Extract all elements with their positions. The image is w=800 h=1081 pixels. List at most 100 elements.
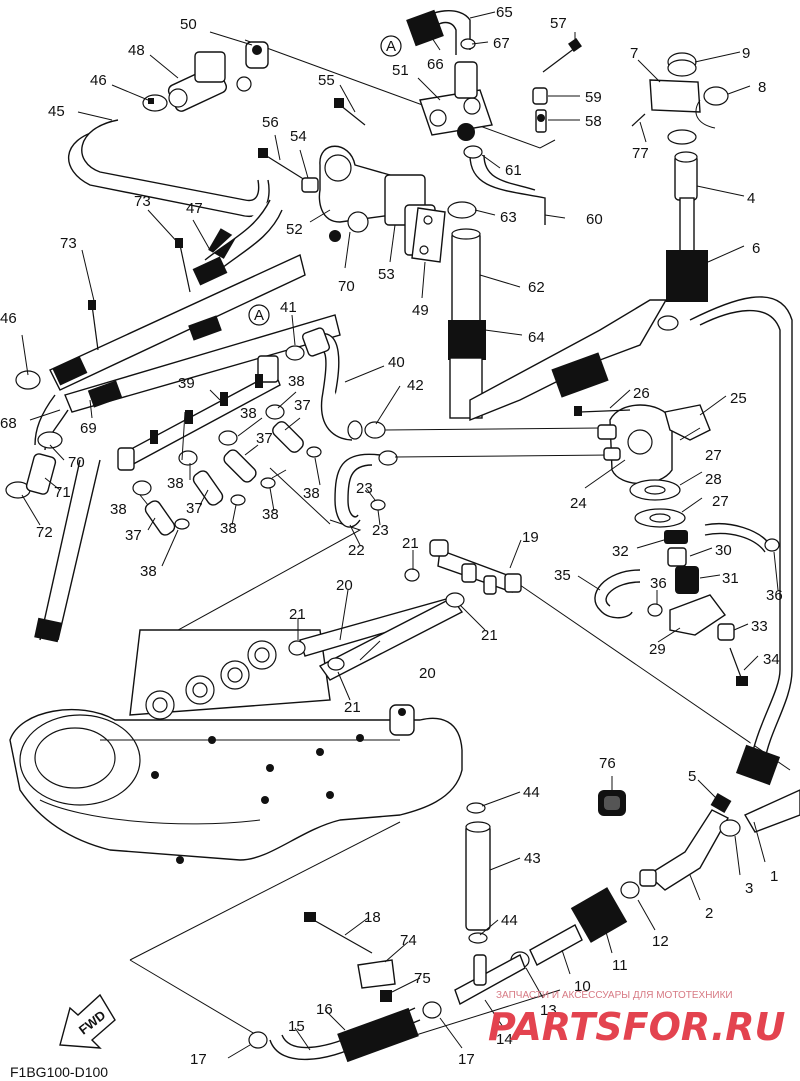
label-36b: 36 (766, 587, 783, 604)
label-38c: 38 (167, 475, 184, 492)
label-25: 25 (730, 390, 747, 407)
label-31: 31 (722, 570, 739, 587)
ref-marker-a-top: A (380, 35, 402, 57)
fitting-51 (419, 38, 493, 141)
manifold-assembly (9, 629, 463, 864)
label-2: 2 (705, 905, 713, 922)
label-66: 66 (427, 56, 444, 73)
bolts-54-55-56 (258, 98, 366, 193)
label-37c: 37 (186, 500, 203, 517)
label-46b: 46 (0, 310, 17, 327)
part-76 (598, 790, 626, 816)
small-hoses-37 (144, 421, 304, 536)
hoses-10-11 (510, 881, 640, 969)
label-44a: 44 (523, 784, 540, 801)
fitting-14 (454, 954, 526, 1006)
label-59: 59 (585, 89, 602, 106)
label-45: 45 (48, 103, 65, 120)
filler-7-8-9 (649, 52, 729, 145)
label-69: 69 (80, 420, 97, 437)
diagram-code: F1BG100-D100 (10, 1064, 108, 1080)
clamp-46-top (142, 94, 168, 112)
label-55: 55 (318, 72, 335, 89)
label-70b: 70 (68, 454, 85, 471)
tube-43-44 (465, 802, 491, 944)
label-64: 64 (528, 329, 545, 346)
label-51: 51 (392, 62, 409, 79)
label-7: 7 (630, 45, 638, 62)
label-38e: 38 (140, 563, 157, 580)
label-76: 76 (599, 755, 616, 772)
label-38h: 38 (303, 485, 320, 502)
hose-22 (334, 453, 386, 528)
ref-marker-a-left-text: A (254, 307, 264, 324)
label-57: 57 (550, 15, 567, 32)
hose-45 (67, 119, 270, 217)
label-47: 47 (186, 200, 203, 217)
label-65: 65 (496, 4, 513, 21)
label-21c: 21 (289, 606, 306, 623)
label-37b: 37 (256, 430, 273, 447)
label-46a: 46 (90, 72, 107, 89)
hose-42-to-26 (384, 427, 611, 458)
label-21d: 21 (344, 699, 361, 716)
cable-ties-73 (88, 238, 191, 351)
label-56: 56 (262, 114, 279, 131)
label-20b: 20 (419, 665, 436, 682)
pump-24-25 (574, 404, 711, 485)
assembly-frame-lines (129, 39, 791, 1041)
bolt-57 (542, 38, 582, 73)
label-3: 3 (745, 880, 753, 897)
label-73b: 73 (60, 235, 77, 252)
pipe-65-66 (406, 9, 471, 55)
label-16: 16 (316, 1001, 333, 1018)
label-38a: 38 (288, 373, 305, 390)
label-32: 32 (612, 543, 629, 560)
thermostat-29-33 (664, 530, 748, 686)
label-67: 67 (493, 35, 510, 52)
label-27a: 27 (705, 447, 722, 464)
valve-48 (167, 41, 269, 112)
part-labels: 1 2 3 4 5 6 7 8 9 10 11 12 13 14 15 16 1… (0, 4, 783, 1068)
label-27b: 27 (712, 493, 729, 510)
label-5: 5 (688, 768, 696, 785)
label-4: 4 (747, 190, 755, 207)
label-26: 26 (633, 385, 650, 402)
label-75: 75 (414, 970, 431, 987)
label-14: 14 (496, 1031, 513, 1048)
y-fitting-2 (639, 789, 800, 891)
hose-15-16 (248, 1001, 442, 1063)
clamps-left (5, 370, 63, 499)
watermark-caption: ЗАПЧАСТИ И АКСЕССУАРЫ ДЛЯ МОТОТЕХНИКИ (496, 990, 733, 1001)
gasket-49 (411, 207, 446, 263)
label-53: 53 (378, 266, 395, 283)
label-38f: 38 (220, 520, 237, 537)
label-23b: 23 (372, 522, 389, 539)
label-41: 41 (280, 299, 297, 316)
label-40: 40 (388, 354, 405, 371)
ref-marker-a-left: A (248, 304, 270, 326)
label-77: 77 (632, 145, 649, 162)
clamps-42 (347, 420, 398, 466)
label-49: 49 (412, 302, 429, 319)
pipe-62-64 (448, 228, 486, 419)
label-6: 6 (752, 240, 760, 257)
label-58: 58 (585, 113, 602, 130)
label-34: 34 (763, 651, 780, 668)
label-68: 68 (0, 415, 17, 432)
label-9: 9 (742, 45, 750, 62)
label-39: 39 (178, 375, 195, 392)
label-44b: 44 (501, 912, 518, 929)
label-12: 12 (652, 933, 669, 950)
label-28: 28 (705, 471, 722, 488)
label-60: 60 (586, 211, 603, 228)
label-36a: 36 (650, 575, 667, 592)
hose-40 (285, 327, 356, 441)
parts-58-59 (532, 87, 548, 133)
label-35: 35 (554, 567, 571, 584)
label-19: 19 (522, 529, 539, 546)
label-71: 71 (54, 484, 71, 501)
rail-39 (117, 355, 281, 471)
hoses-47-69 (34, 199, 341, 451)
